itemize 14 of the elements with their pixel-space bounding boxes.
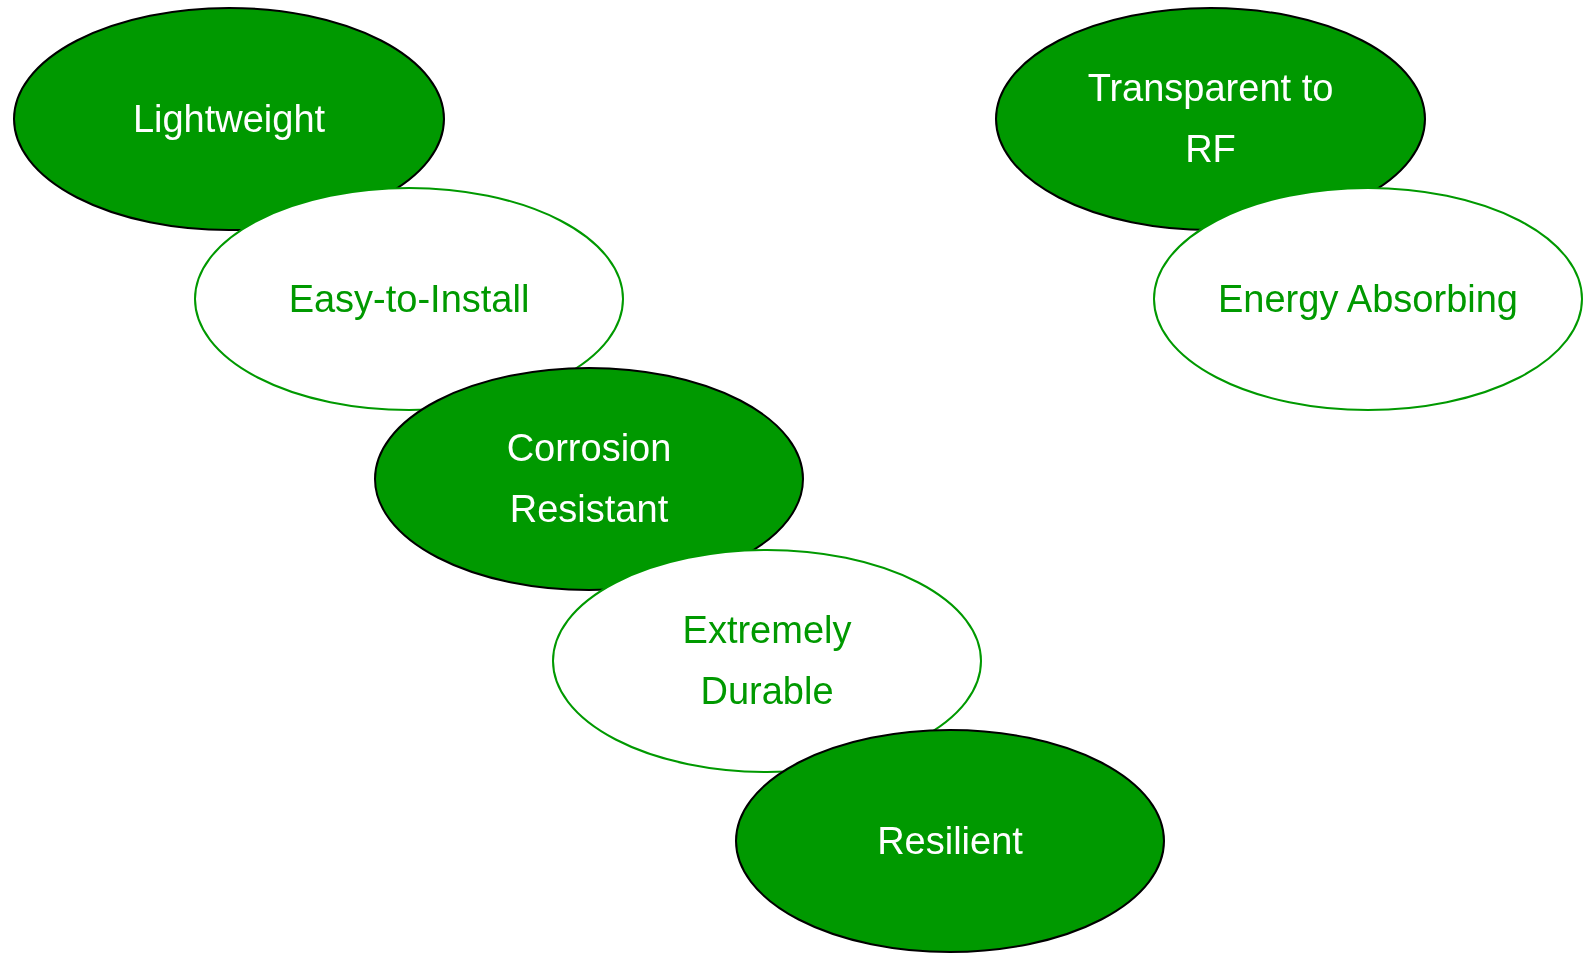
ellipse-node xyxy=(1153,187,1583,411)
ellipse-node xyxy=(552,549,982,773)
node-label: Extremely Durable xyxy=(681,608,853,714)
ellipse-node xyxy=(735,729,1165,953)
node-label: Easy-to-Install xyxy=(287,276,531,322)
node-label: Corrosion Resistant xyxy=(505,426,673,532)
ellipse-node xyxy=(194,187,624,411)
ellipse-node xyxy=(374,367,804,591)
node-label: Transparent to RF xyxy=(1086,66,1335,172)
node-label: Resilient xyxy=(876,818,1024,864)
ellipse-node xyxy=(13,7,445,231)
ellipse-node xyxy=(995,7,1426,231)
node-label: Lightweight xyxy=(131,96,327,142)
node-label: Energy Absorbing xyxy=(1218,276,1518,322)
